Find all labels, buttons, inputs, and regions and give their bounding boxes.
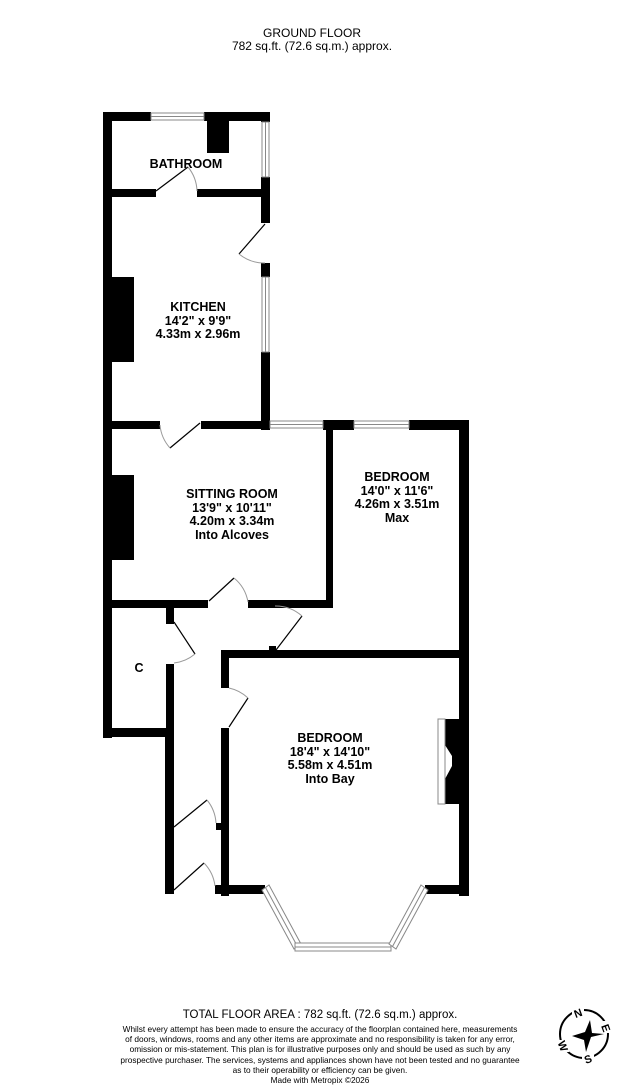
compass-star — [572, 1020, 604, 1052]
room-name: BEDROOM — [297, 731, 363, 745]
compass-west: W — [555, 1039, 570, 1053]
footer: TOTAL FLOOR AREA : 782 sq.ft. (72.6 sq.m… — [120, 1008, 520, 1085]
room-dimensions-imperial: 14'2" x 9'9" — [164, 313, 232, 328]
room-label-sitting-room: SITTING ROOM 13'9" x 10'11" 4.20m x 3.34… — [186, 487, 278, 542]
credit: Made with Metropix ©2026 — [270, 1075, 370, 1085]
compass-south: S — [583, 1053, 594, 1064]
windows — [150, 112, 446, 952]
room-name: BATHROOM — [149, 157, 223, 171]
room-dimensions-metric: 5.58m x 4.51m — [287, 758, 373, 772]
walls — [103, 112, 469, 896]
room-note: Into Alcoves — [195, 527, 269, 542]
room-dimensions-metric: 4.20m x 3.34m — [189, 514, 275, 528]
room-dimensions-imperial: 13'9" x 10'11" — [192, 500, 272, 515]
room-label-bathroom: BATHROOM — [149, 157, 223, 172]
disclaimer-line: omission or mis-statement. This plan is … — [129, 1044, 511, 1055]
floor-header: GROUND FLOOR 782 sq.ft. (72.6 sq.m.) app… — [0, 27, 624, 53]
room-dimensions-imperial: 14'0" x 11'6" — [360, 483, 434, 498]
room-dimensions-metric: 4.33m x 2.96m — [155, 327, 241, 341]
room-dimensions-metric: 4.26m x 3.51m — [354, 497, 440, 511]
floor-name: GROUND FLOOR — [262, 26, 361, 40]
room-label-cupboard: C — [134, 661, 144, 676]
total-floor-area: TOTAL FLOOR AREA : 782 sq.ft. (72.6 sq.m… — [182, 1009, 458, 1021]
disclaimer: Whilst every attempt has been made to en… — [120, 1024, 520, 1085]
room-label-bedroom-2: BEDROOM 18'4" x 14'10" 5.58m x 4.51m Int… — [287, 731, 373, 786]
compass-north: N — [573, 1007, 585, 1021]
disclaimer-line: of doors, windows, rooms and any other i… — [125, 1034, 515, 1045]
room-dimensions-imperial: 18'4" x 14'10" — [289, 744, 371, 759]
room-label-bedroom-1: BEDROOM 14'0" x 11'6" 4.26m x 3.51m Max — [354, 470, 440, 525]
compass-rose-icon: N E S W — [555, 1006, 612, 1064]
room-name: KITCHEN — [170, 300, 226, 314]
compass-east: E — [598, 1023, 612, 1034]
room-note: Max — [384, 510, 410, 525]
room-name: BEDROOM — [364, 470, 430, 484]
disclaimer-line: as to their operability or efficiency ca… — [232, 1064, 408, 1075]
floor-area: 782 sq.ft. (72.6 sq.m.) approx. — [231, 39, 393, 53]
room-name: SITTING ROOM — [186, 487, 278, 501]
room-note: Into Bay — [305, 771, 355, 786]
disclaimer-line: prospective purchaser. The services, sys… — [120, 1054, 520, 1065]
room-label-kitchen: KITCHEN 14'2" x 9'9" 4.33m x 2.96m — [155, 300, 241, 342]
room-name: C — [134, 661, 144, 675]
disclaimer-line: Whilst every attempt has been made to en… — [122, 1024, 518, 1034]
doors — [155, 166, 303, 891]
